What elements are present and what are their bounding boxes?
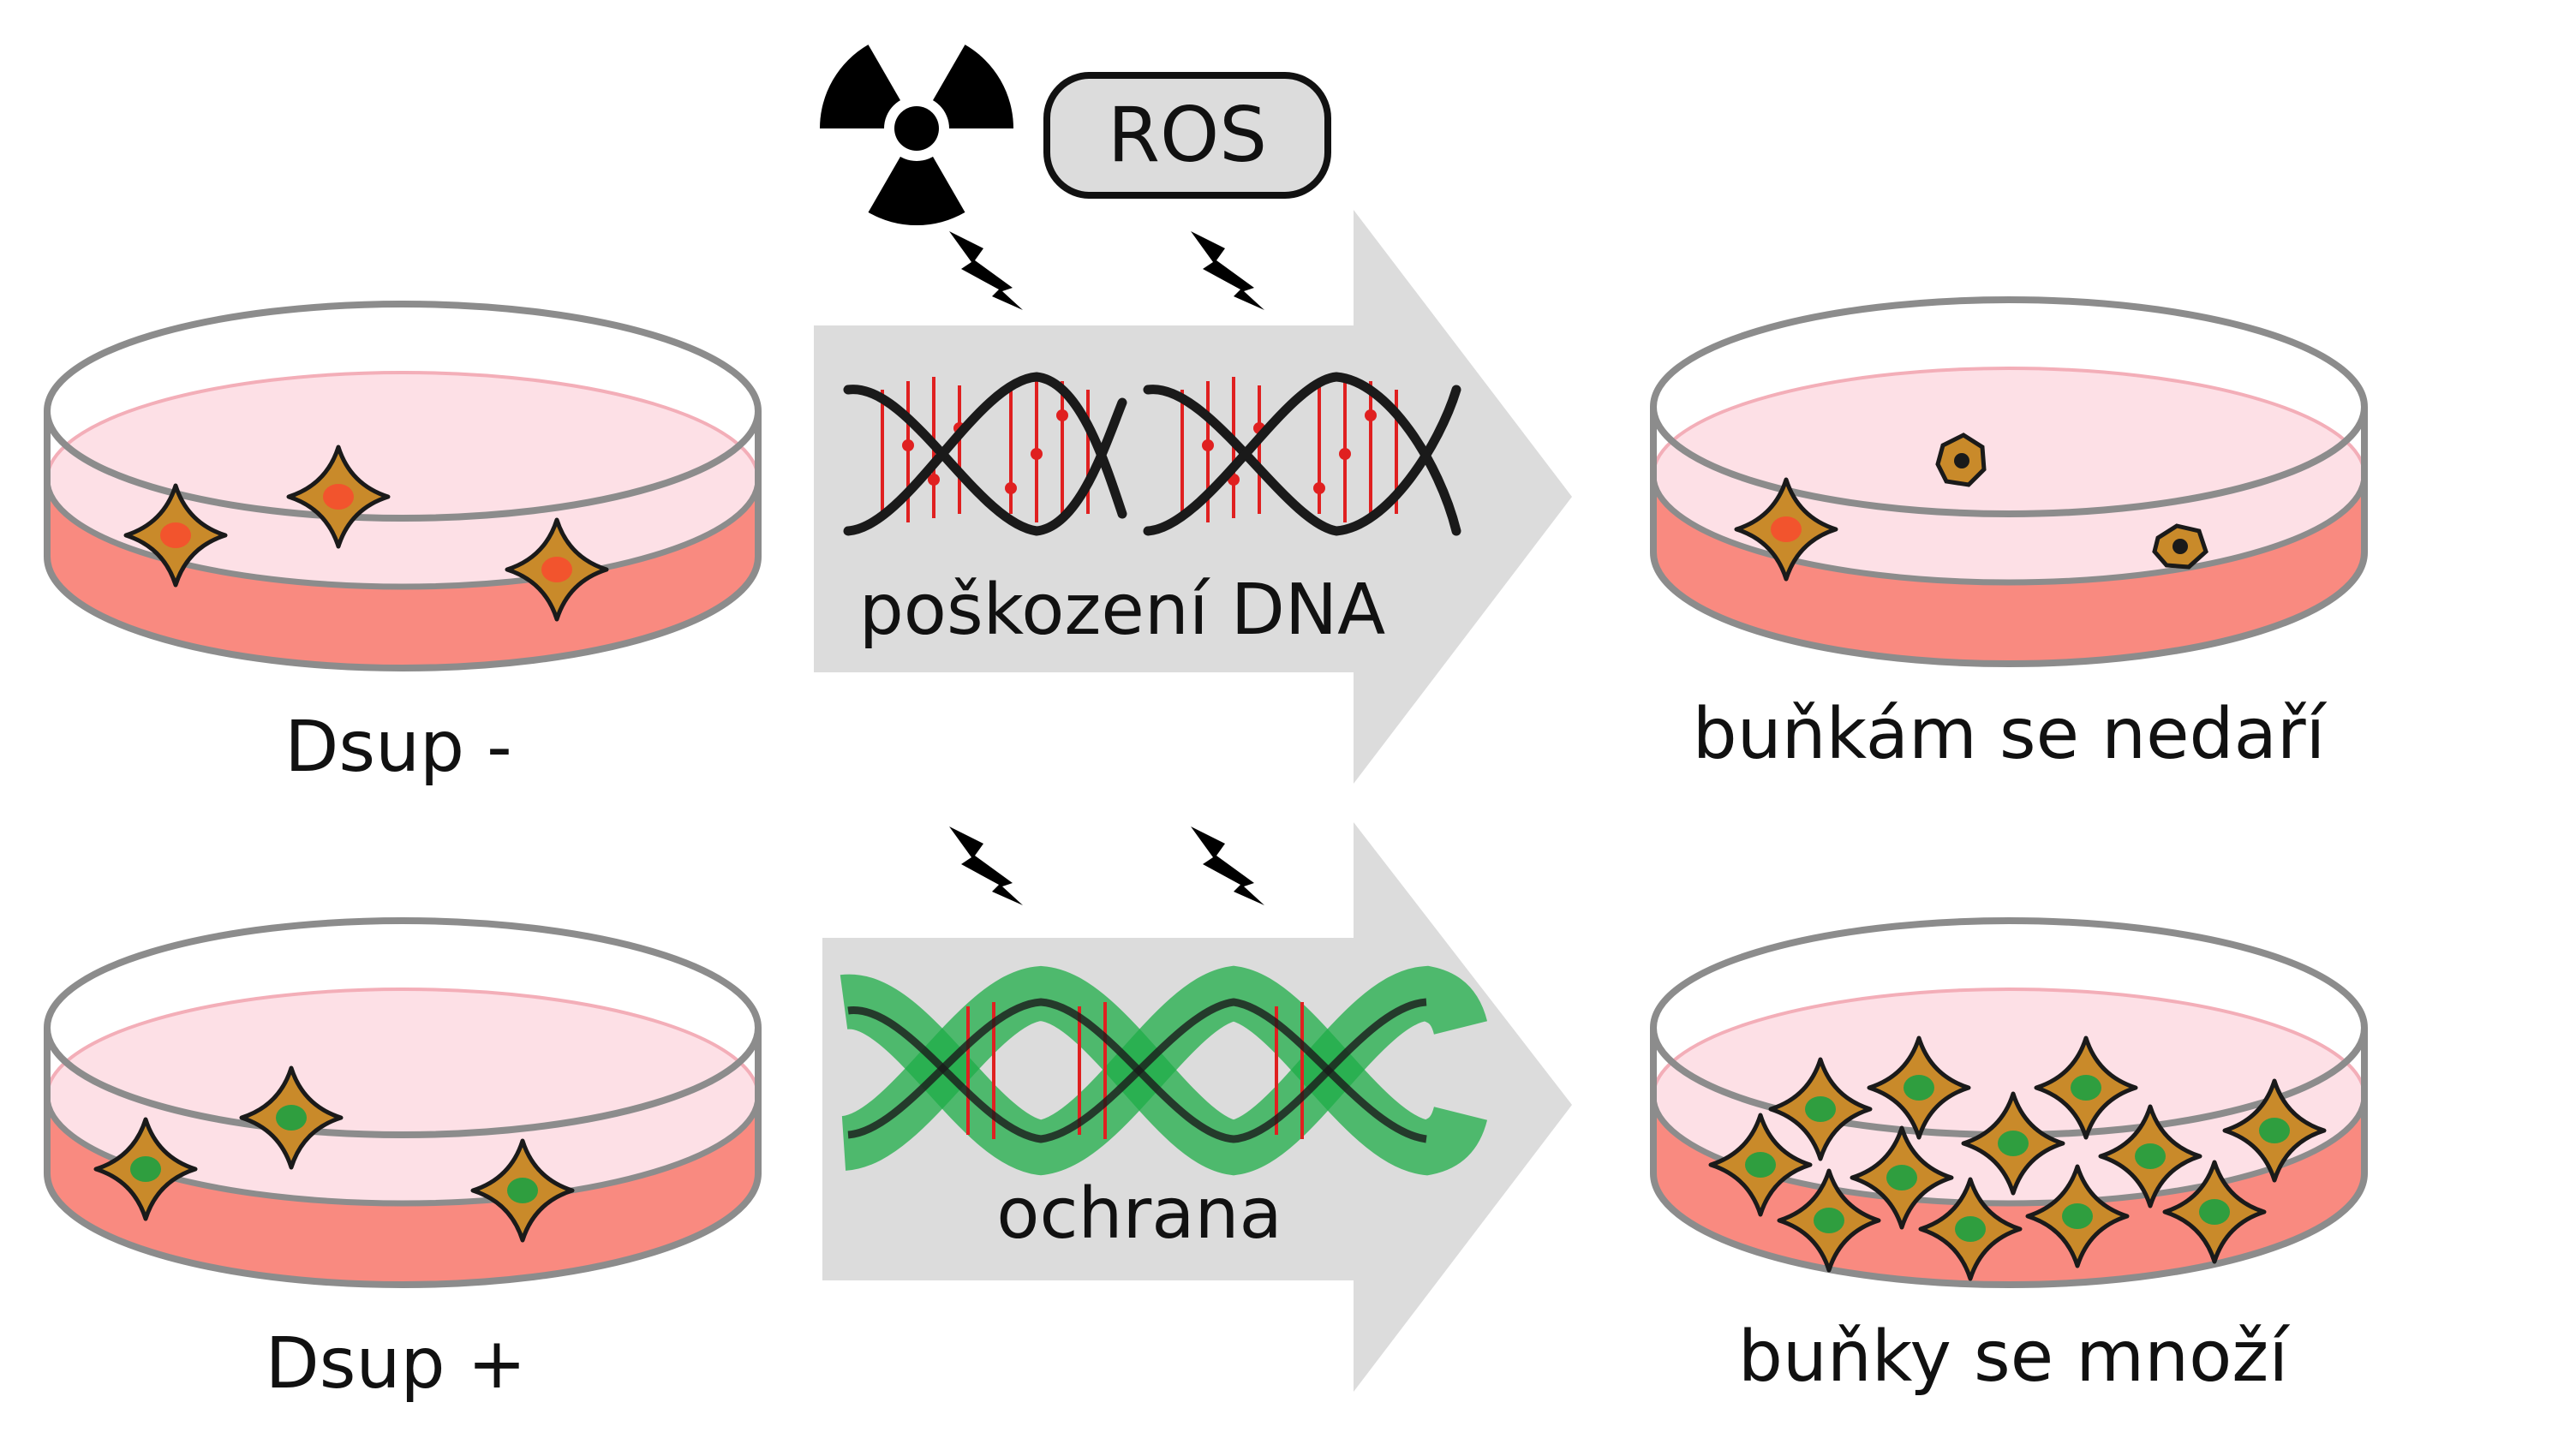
cell-icon (2028, 1167, 2127, 1266)
cell-icon (2225, 1081, 2324, 1180)
petri-dish-icon (44, 917, 762, 1288)
protection-label: ochrana (996, 1173, 1282, 1255)
cell-icon (1711, 1115, 1810, 1214)
dna-helix-icon (843, 372, 1461, 536)
cell-icon (2036, 1038, 2136, 1137)
cell-icon (2101, 1107, 2200, 1206)
dead-cell-icon (2152, 523, 2208, 570)
cell-icon (126, 486, 225, 585)
cell-icon (2165, 1162, 2264, 1262)
cell-icon (289, 447, 388, 546)
lightning-bolt-icon (1191, 231, 1264, 310)
lightning-bolt-icon (949, 231, 1023, 310)
cells-fail-label: buňkám se nedaří (1693, 694, 2328, 775)
cell-icon (1779, 1171, 1879, 1270)
cell-icon (242, 1068, 341, 1167)
arrow-top (814, 210, 1572, 784)
petri-dish-icon (1650, 296, 2368, 667)
cell-icon (507, 520, 607, 619)
cell-icon (1771, 1059, 1870, 1159)
dsup-plus-label: Dsup + (266, 1323, 527, 1405)
ros-label: ROS (1108, 91, 1267, 179)
dna-damage-label: poškození DNA (859, 570, 1386, 651)
cell-icon (473, 1141, 572, 1240)
cell-icon (96, 1119, 195, 1219)
lightning-bolt-icon (949, 826, 1023, 905)
dsup-minus-label: Dsup - (284, 707, 512, 788)
lightning-bolt-icon (1191, 826, 1264, 905)
cell-icon (1736, 480, 1836, 579)
dead-cell-icon (1935, 433, 1987, 487)
cells-multiply-label: buňky se množí (1738, 1316, 2290, 1398)
cell-icon (1921, 1179, 2020, 1279)
dna-helix-icon (839, 965, 1488, 1176)
cell-icon (1963, 1094, 2063, 1193)
cell-icon (1852, 1128, 1951, 1227)
petri-dish-icon (44, 301, 762, 671)
radiation-icon (820, 45, 1013, 226)
ros-badge: ROS (1043, 72, 1331, 199)
cell-icon (1869, 1038, 1969, 1137)
